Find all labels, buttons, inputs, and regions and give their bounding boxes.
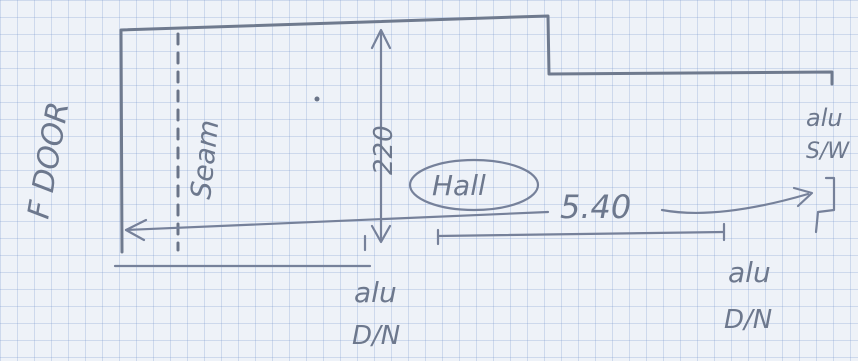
- height-arrow-bottom: [370, 224, 392, 244]
- bottom-edge-right-ticks: [436, 230, 726, 238]
- length-label: 5.40: [560, 188, 631, 226]
- room-label: Hall: [432, 169, 486, 202]
- length-arrow-left: [124, 218, 148, 242]
- dot-mark: [314, 96, 320, 102]
- length-arrow-right: [792, 186, 814, 208]
- bottom-right-note-line1: alu: [728, 256, 771, 289]
- seam-label: Seam: [184, 118, 225, 200]
- corner-right-note-line2: S/W: [806, 139, 850, 164]
- right-bracket-mark: [814, 176, 836, 234]
- height-arrow-top: [370, 28, 392, 50]
- bottom-right-note-line2: D/N: [724, 305, 772, 335]
- length-dimension-line: [124, 210, 550, 232]
- room-outline: [119, 14, 834, 254]
- hall-ellipse: [408, 158, 540, 212]
- corner-right-note-line1: alu: [806, 104, 843, 132]
- side-label: F DOOR: [21, 99, 76, 221]
- length-leader-curve: [660, 192, 810, 214]
- bottom-left-note-line2: D/N: [352, 321, 400, 351]
- bottom-left-note-line1: alu: [354, 276, 397, 309]
- height-label: 220: [369, 125, 399, 175]
